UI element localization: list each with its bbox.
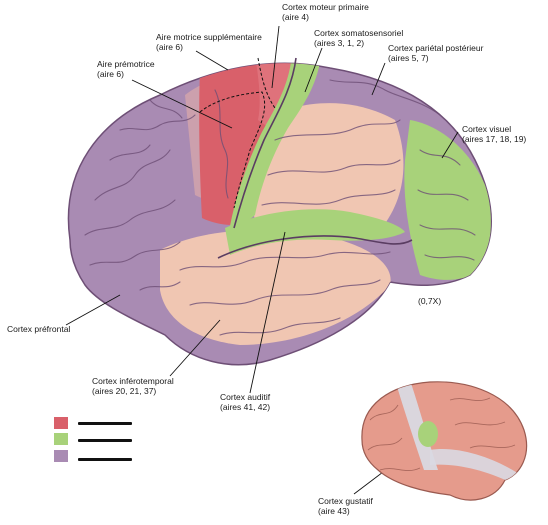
legend-swatch-primary-sensory: [54, 433, 68, 445]
supplementary-motor-boundary: [257, 57, 276, 109]
legend-line-primary-sensory: [78, 439, 132, 442]
label-gustatory: Cortex gustatif (aire 43): [318, 496, 373, 516]
legend-swatch-motor: [54, 417, 68, 429]
label-posterior-parietal: Cortex pariétal postérieur (aires 5, 7): [388, 43, 484, 63]
visual-cortex-region: [404, 120, 491, 280]
label-primary-motor: Cortex moteur primaire (aire 4): [282, 2, 369, 22]
brain-lateral-view: [67, 57, 492, 366]
label-inferotemporal: Cortex inférotemporal (aires 20, 21, 37): [92, 376, 174, 396]
legend-line-association: [78, 458, 132, 461]
inset-cut-band: [395, 381, 438, 470]
legend-swatch-association: [54, 450, 68, 462]
leader-lines: [65, 25, 459, 495]
label-supplementary-motor: Aire motrice supplémentaire (aire 6): [156, 32, 262, 52]
label-magnification: (0,7X): [418, 296, 442, 306]
legend-line-motor: [78, 422, 132, 425]
lateral-sulcus: [217, 235, 413, 259]
label-somatosensory: Cortex somatosensoriel (aires 3, 1, 2): [314, 28, 404, 48]
inset-lower-cut: [430, 449, 525, 490]
temporal-flesh-region: [160, 230, 391, 345]
label-auditory: Cortex auditif (aires 41, 42): [220, 392, 271, 412]
inset-brain-outline: [361, 381, 528, 501]
label-visual: Cortex visuel (aires 17, 18, 19): [462, 124, 527, 144]
central-sulcus: [233, 57, 297, 229]
primary-motor-strip: [255, 63, 300, 130]
somatosensory-band: [230, 63, 320, 226]
gyri-texture: [84, 79, 476, 336]
label-premotor: Aire prémotrice (aire 6): [97, 59, 155, 79]
premotor-boundary: [199, 91, 266, 209]
inset-gustatory-area: [418, 421, 438, 447]
inset-brain: [361, 381, 528, 501]
label-prefrontal: Cortex préfrontal: [7, 324, 71, 334]
auditory-band: [225, 209, 405, 255]
